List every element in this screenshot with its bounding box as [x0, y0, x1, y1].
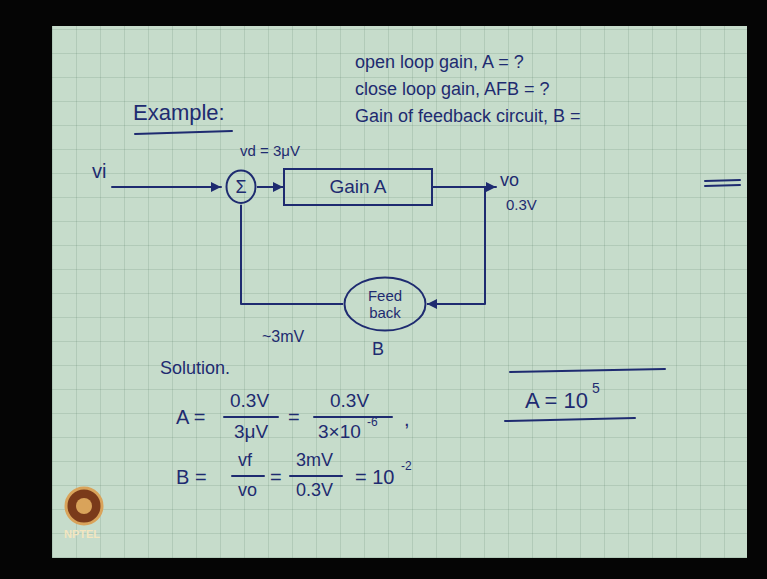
handwritten-label: 0.3V: [506, 196, 537, 213]
handwritten-label: vf: [238, 450, 252, 471]
handwritten-label: =: [288, 406, 300, 429]
handwritten-label: -6: [367, 416, 378, 430]
handwritten-label: 0.3V: [296, 480, 333, 501]
fraction-bar: [232, 475, 264, 477]
ellipse-outline: [345, 278, 426, 331]
handwritten-label: Solution.: [160, 358, 230, 379]
handwritten-label: = 10: [355, 466, 394, 489]
logo: [76, 498, 92, 514]
handwritten-label: Gain of feedback circuit, B =: [355, 106, 581, 127]
node-text: Gain A: [329, 176, 386, 198]
signal-connector: [257, 186, 283, 188]
logo: [66, 488, 102, 524]
result-line: [510, 369, 665, 372]
underline: [705, 185, 740, 186]
handwritten-label: 0.3V: [330, 390, 369, 412]
handwritten-label: close loop gain, AFB = ?: [355, 79, 550, 100]
handwritten-label: Example:: [133, 100, 225, 125]
node-text: Feed back: [359, 287, 411, 322]
handwritten-label: vo: [238, 480, 257, 501]
handwritten-label: 3μV: [234, 421, 268, 443]
handwritten-label: 3×10: [318, 421, 361, 443]
signal-connector: [427, 187, 485, 304]
handwritten-label: open loop gain, A = ?: [355, 52, 524, 73]
node-text: Σ: [235, 177, 246, 198]
handwritten-label: 3mV: [296, 450, 333, 471]
gain-block: Gain A: [283, 168, 433, 206]
summing-junction: Σ: [225, 169, 257, 204]
handwritten-label: vi: [92, 160, 106, 183]
underline: [705, 180, 740, 181]
signal-connector: [241, 205, 343, 304]
fraction-bar: [224, 416, 278, 418]
handwritten-label: vd = 3μV: [240, 142, 300, 159]
handwritten-label: 0.3V: [230, 390, 269, 412]
handwritten-label: vo: [500, 170, 519, 191]
handwritten-label: A = 10: [525, 388, 588, 413]
handwritten-label: ,: [404, 408, 410, 431]
handwritten-label: =: [270, 466, 282, 489]
handwritten-label: -2: [401, 460, 412, 474]
ellipse-outline: [227, 171, 256, 203]
feedback-block: Feed back: [343, 276, 427, 332]
fraction-bar: [314, 416, 392, 418]
handwritten-label: B: [372, 339, 384, 360]
handwritten-label: A =: [176, 406, 205, 429]
handwritten-label: 5: [592, 380, 600, 396]
fraction-bar: [290, 475, 342, 477]
handwritten-label: B =: [176, 466, 207, 489]
result-line: [505, 418, 635, 421]
underline: [135, 131, 232, 134]
input-arrow: [112, 186, 221, 188]
handwritten-label: ~3mV: [262, 328, 304, 346]
logo-text: NPTEL: [64, 528, 100, 541]
